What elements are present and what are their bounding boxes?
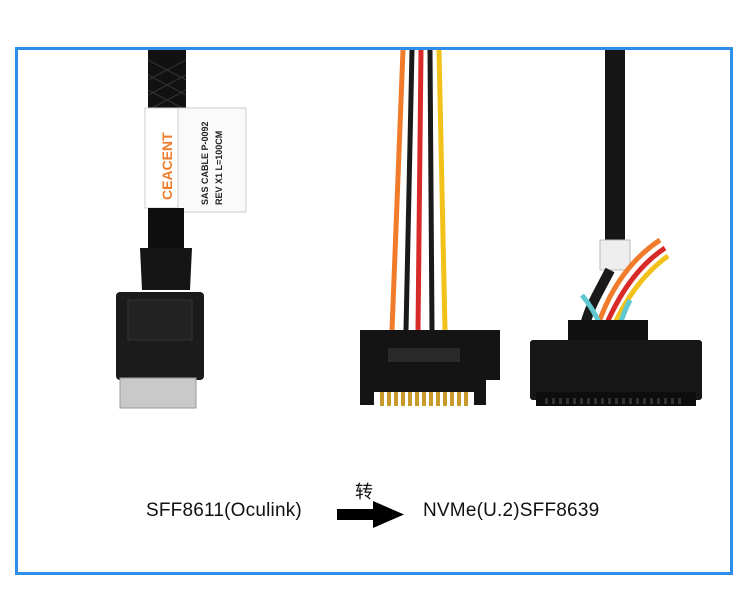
caption-source: SFF8611(Oculink) (146, 500, 302, 521)
wire-black-1 (403, 49, 415, 331)
sata-power-cable (360, 49, 500, 406)
oculink-cable: CEACENT SAS CABLE P-0092 REV X1 L=100CM (116, 50, 247, 409)
black-cable (605, 50, 625, 260)
oculink-metal-shell (119, 377, 197, 409)
wire-yellow (436, 49, 448, 331)
braid-texture (147, 59, 187, 111)
caption-target: NVMe(U.2)SFF8639 (423, 500, 600, 521)
sata-connector-logo (388, 348, 460, 362)
wire-orange (389, 49, 406, 331)
power-wire-orange (595, 237, 662, 326)
caption-convert: 转 (355, 482, 373, 503)
wire-red (415, 49, 424, 331)
cable-label-flap (177, 107, 247, 213)
u2-pins (545, 398, 681, 404)
power-wire-red (603, 245, 667, 327)
u2-connector-body (530, 340, 702, 400)
power-wire-yellow (611, 253, 670, 327)
sata-gold-pins (380, 392, 468, 406)
wire-black-2 (427, 49, 435, 331)
label-line-2: REV X1 L=100CM (214, 131, 224, 205)
brand-logo: CEACENT (159, 132, 175, 200)
arrow-icon (337, 501, 404, 528)
u2-cable (530, 50, 702, 406)
cable-clip (599, 239, 631, 271)
flat-cable (140, 248, 192, 290)
label-line-1: SAS CABLE P-0092 (200, 121, 210, 205)
heatshrink (148, 208, 184, 248)
oculink-latch (127, 299, 193, 341)
